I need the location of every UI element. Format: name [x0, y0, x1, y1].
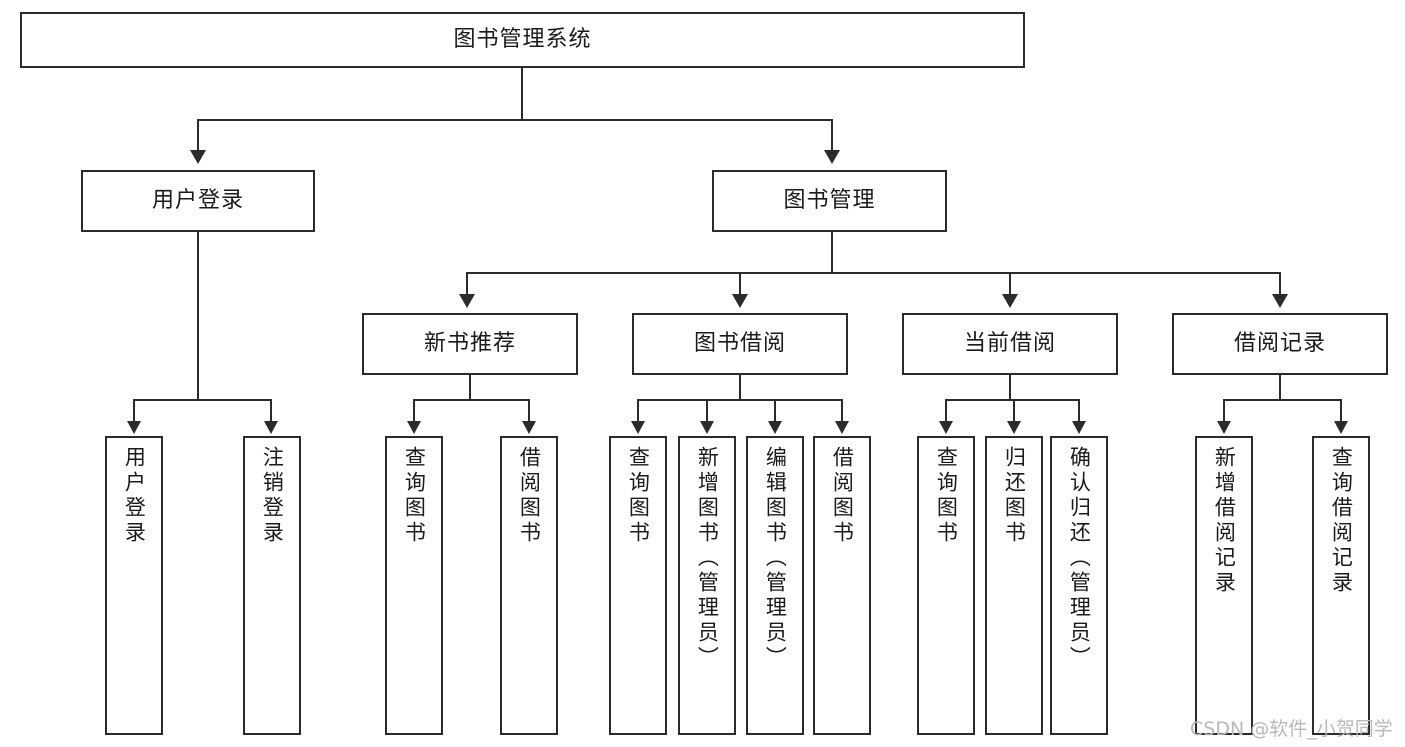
node-root-book-management-system[interactable]: 图书管理系统: [20, 12, 1025, 68]
arrow-root-to-book-management: [824, 150, 840, 164]
edge-bm-to-borrow-record: [1279, 272, 1281, 294]
edge-book-management-bus: [466, 272, 1280, 274]
arrow-bb-to-leaf-4: [835, 421, 849, 434]
node-label: 新增借阅记录: [1212, 446, 1237, 596]
node-label: 新书推荐: [423, 331, 516, 357]
leaf-book-borrow-borrow-book[interactable]: 借阅图书: [813, 436, 871, 735]
leaf-user-login-login[interactable]: 用户登录: [105, 436, 163, 735]
arrow-cb-to-leaf-2: [1007, 421, 1021, 434]
node-label: 借阅记录: [1233, 331, 1326, 357]
edge-nb-to-leaf-2: [528, 399, 530, 421]
edge-bb-to-leaf-1: [637, 399, 639, 421]
leaf-current-borrow-confirm-return-admin[interactable]: 确认归还（管理员）: [1050, 436, 1108, 735]
edge-cb-to-leaf-3: [1078, 399, 1080, 421]
arrow-bb-to-leaf-3: [768, 421, 782, 434]
edge-user-login-bus: [133, 399, 270, 401]
node-label: 用户登录: [122, 446, 147, 546]
edge-bb-to-leaf-4: [841, 399, 843, 421]
edge-bm-to-new-book: [466, 272, 468, 294]
node-label: 借阅图书: [830, 446, 855, 546]
edge-book-borrow-bus: [637, 399, 843, 401]
arrow-user-login-to-leaf-1: [127, 421, 141, 434]
node-borrow-record[interactable]: 借阅记录: [1172, 313, 1388, 375]
edge-borrow-record-bus: [1223, 399, 1341, 401]
node-new-book-recommend[interactable]: 新书推荐: [362, 313, 578, 375]
arrow-br-to-leaf-2: [1334, 421, 1348, 434]
arrow-bm-to-book-borrow: [732, 294, 748, 308]
node-current-borrow[interactable]: 当前借阅: [902, 313, 1118, 375]
arrow-bm-to-new-book: [459, 294, 475, 308]
edge-user-login-to-leaf-1: [133, 399, 135, 421]
node-label: 确认归还（管理员）: [1067, 446, 1092, 671]
edge-bb-to-leaf-2: [706, 399, 708, 421]
node-label: 查询图书: [626, 446, 651, 546]
edge-current-borrow-bus: [945, 399, 1080, 401]
node-label: 图书管理: [783, 188, 876, 214]
node-label: 图书借阅: [693, 331, 786, 357]
leaf-borrow-record-add-record[interactable]: 新增借阅记录: [1195, 436, 1253, 735]
edge-cb-to-leaf-2: [1013, 399, 1015, 421]
edge-root-bus: [197, 119, 833, 121]
node-label: 注销登录: [260, 446, 285, 546]
csdn-watermark: CSDN @软件_小贺同学: [1190, 718, 1393, 740]
node-book-borrow[interactable]: 图书借阅: [632, 313, 848, 375]
edge-bm-to-book-borrow: [739, 272, 741, 294]
node-label: 新增图书（管理员）: [695, 446, 720, 671]
node-label: 图书管理系统: [453, 27, 592, 53]
leaf-borrow-record-query-record[interactable]: 查询借阅记录: [1312, 436, 1370, 735]
node-label: 用户登录: [151, 188, 244, 214]
arrow-bb-to-leaf-1: [631, 421, 645, 434]
edge-borrow-record-stem: [1279, 375, 1281, 400]
node-label: 查询图书: [402, 446, 427, 546]
arrow-root-to-user-login: [190, 150, 206, 164]
edge-user-login-stem: [197, 232, 199, 400]
leaf-user-login-logout[interactable]: 注销登录: [243, 436, 301, 735]
arrow-bb-to-leaf-2: [700, 421, 714, 434]
node-label: 归还图书: [1002, 446, 1027, 546]
node-label: 编辑图书（管理员）: [763, 446, 788, 671]
edge-new-book-stem: [469, 375, 471, 400]
node-label: 借阅图书: [517, 446, 542, 546]
arrow-bm-to-borrow-record: [1272, 294, 1288, 308]
node-user-login[interactable]: 用户登录: [81, 170, 315, 232]
arrow-cb-to-leaf-1: [939, 421, 953, 434]
node-label: 查询借阅记录: [1329, 446, 1354, 596]
leaf-book-borrow-add-book-admin[interactable]: 新增图书（管理员）: [678, 436, 736, 735]
edge-cb-to-leaf-1: [945, 399, 947, 421]
edge-user-login-to-leaf-2: [270, 399, 272, 421]
edge-br-to-leaf-1: [1223, 399, 1225, 421]
edge-br-to-leaf-2: [1340, 399, 1342, 421]
leaf-book-borrow-query-book[interactable]: 查询图书: [609, 436, 667, 735]
arrow-nb-to-leaf-1: [407, 421, 421, 434]
edge-book-management-stem: [831, 232, 833, 273]
edge-current-borrow-stem: [1009, 375, 1011, 400]
arrow-user-login-to-leaf-2: [264, 421, 278, 434]
node-label: 当前借阅: [963, 331, 1056, 357]
edge-new-book-bus: [413, 399, 529, 401]
edge-book-borrow-stem: [739, 375, 741, 400]
leaf-new-book-query-book[interactable]: 查询图书: [385, 436, 443, 735]
leaf-current-borrow-query-book[interactable]: 查询图书: [917, 436, 975, 735]
arrow-cb-to-leaf-3: [1072, 421, 1086, 434]
edge-root-stem: [521, 68, 523, 120]
edge-root-to-user-login: [197, 119, 199, 150]
arrow-bm-to-current-borrow: [1002, 294, 1018, 308]
edge-root-to-book-management: [831, 119, 833, 150]
edge-nb-to-leaf-1: [413, 399, 415, 421]
leaf-current-borrow-return-book[interactable]: 归还图书: [985, 436, 1043, 735]
arrow-nb-to-leaf-2: [522, 421, 536, 434]
node-label: 查询图书: [934, 446, 959, 546]
node-book-management[interactable]: 图书管理: [712, 170, 947, 232]
arrow-br-to-leaf-1: [1217, 421, 1231, 434]
edge-bm-to-current-borrow: [1009, 272, 1011, 294]
leaf-new-book-borrow-book[interactable]: 借阅图书: [500, 436, 558, 735]
leaf-book-borrow-edit-book-admin[interactable]: 编辑图书（管理员）: [746, 436, 804, 735]
edge-bb-to-leaf-3: [774, 399, 776, 421]
